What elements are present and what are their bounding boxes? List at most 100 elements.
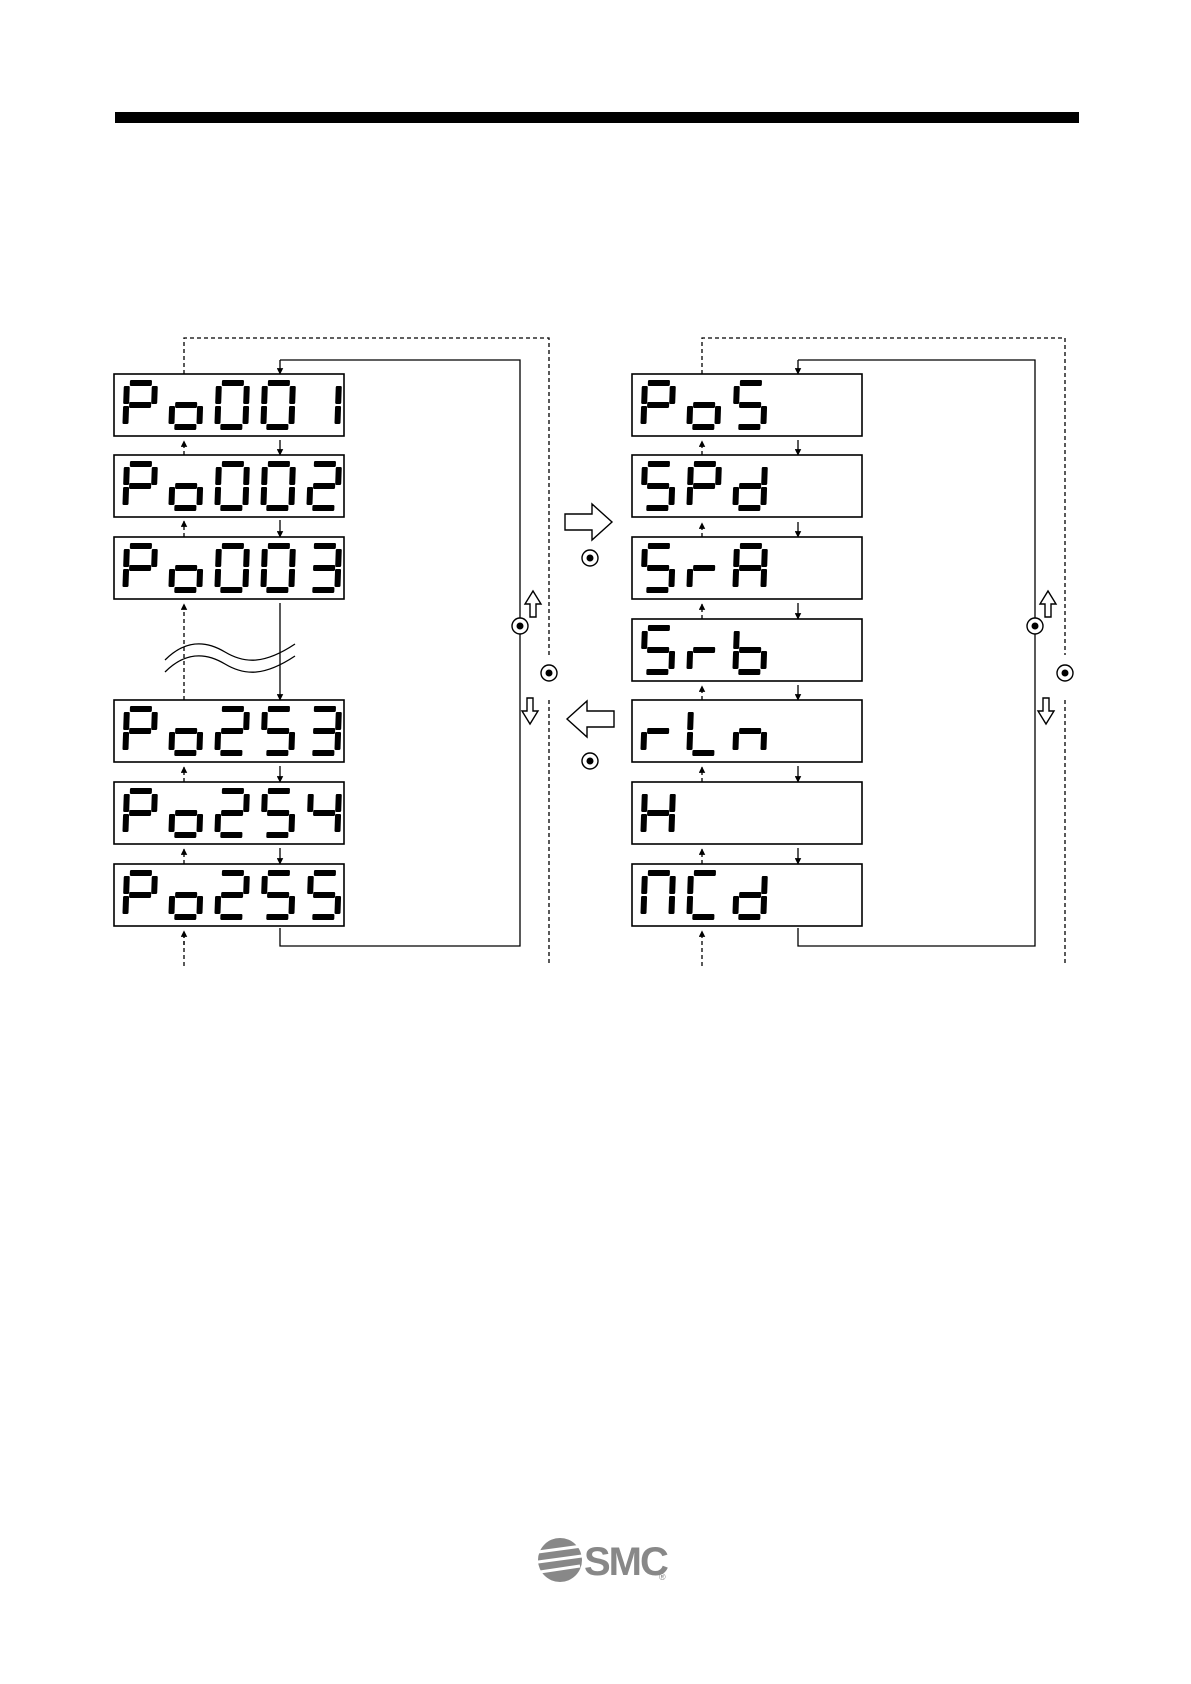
- segment-a: [268, 706, 290, 712]
- segment-d: [738, 914, 760, 920]
- segment-f: [307, 876, 314, 894]
- header-rule: [115, 112, 1079, 123]
- segment-f: [123, 712, 130, 730]
- segment-d: [312, 587, 334, 593]
- segment-d: [692, 750, 714, 756]
- segment-c: [242, 406, 249, 424]
- segment-b: [761, 876, 768, 894]
- segment-g: [175, 892, 197, 898]
- segment-e: [214, 406, 221, 424]
- up-arrow-icon: [1040, 591, 1056, 617]
- segment-a: [314, 461, 336, 467]
- segment-e: [214, 732, 221, 750]
- segment-g: [739, 892, 761, 898]
- right-display-3: SrA: [632, 537, 862, 599]
- segment-g: [647, 810, 669, 816]
- right-arrow-icon: [565, 504, 612, 540]
- segment-e: [168, 569, 175, 587]
- set-button-icon[interactable]: [1027, 618, 1043, 634]
- segment-c: [668, 814, 675, 832]
- segment-c: [334, 814, 341, 832]
- segment-b: [243, 876, 250, 894]
- segment-g: [313, 483, 335, 489]
- segment-g: [693, 402, 715, 408]
- segment-d: [266, 750, 288, 756]
- segment-d: [220, 424, 242, 430]
- set-button-icon[interactable]: [1057, 665, 1073, 681]
- segment-b: [335, 794, 342, 812]
- segment-c: [196, 896, 203, 914]
- segment-e: [168, 487, 175, 505]
- segment-d: [174, 505, 196, 511]
- set-button-icon[interactable]: [582, 550, 598, 566]
- segment-g: [221, 728, 243, 734]
- segment-a: [314, 706, 336, 712]
- segment-d: [266, 424, 288, 430]
- segment-f: [261, 794, 268, 812]
- segment-g: [739, 647, 761, 653]
- segment-f: [261, 467, 268, 485]
- segment-a: [222, 543, 244, 549]
- segment-a: [222, 870, 244, 876]
- segment-c: [196, 406, 203, 424]
- segment-a: [740, 380, 762, 386]
- segment-g: [129, 565, 151, 571]
- smc-logo-emblem: [538, 1538, 582, 1582]
- segment-c: [288, 406, 295, 424]
- segment-c: [760, 569, 767, 587]
- set-button-icon[interactable]: [582, 753, 598, 769]
- segment-e: [306, 487, 313, 505]
- down-arrow-icon: [1038, 698, 1054, 724]
- left-display-5: Po254: [114, 782, 344, 844]
- segment-g: [175, 728, 197, 734]
- segment-e: [732, 732, 739, 750]
- segment-a: [740, 543, 762, 549]
- segment-f: [215, 467, 222, 485]
- segment-e: [122, 487, 129, 505]
- segment-a: [268, 788, 290, 794]
- segment-d: [312, 914, 334, 920]
- segment-c: [668, 896, 675, 914]
- segment-f: [641, 386, 648, 404]
- right-display-6: H: [632, 782, 862, 844]
- segment-a: [130, 543, 152, 549]
- left-arrow-icon: [567, 701, 614, 737]
- segment-b: [669, 794, 676, 812]
- segment-d: [266, 505, 288, 511]
- segment-f: [123, 876, 130, 894]
- segment-e: [732, 651, 739, 669]
- segment-c: [668, 651, 675, 669]
- segment-c: [288, 896, 295, 914]
- segment-f: [123, 467, 130, 485]
- segment-b: [243, 794, 250, 812]
- segment-f: [123, 794, 130, 812]
- segment-g: [129, 728, 151, 734]
- segment-c: [714, 406, 721, 424]
- set-button-icon[interactable]: [512, 618, 528, 634]
- segment-g: [221, 810, 243, 816]
- segment-b: [335, 386, 342, 404]
- segment-f: [123, 549, 130, 567]
- segment-d: [266, 587, 288, 593]
- segment-f: [261, 386, 268, 404]
- segment-c: [760, 406, 767, 424]
- segment-g: [693, 483, 715, 489]
- segment-d: [738, 505, 760, 511]
- segment-c: [760, 651, 767, 669]
- segment-d: [220, 832, 242, 838]
- segment-f: [687, 876, 694, 894]
- segment-f: [215, 386, 222, 404]
- segment-g: [647, 565, 669, 571]
- segment-g: [739, 402, 761, 408]
- segment-d: [174, 832, 196, 838]
- set-button-icon[interactable]: [541, 665, 557, 681]
- segment-e: [686, 406, 693, 424]
- left-display-2: Po002: [114, 455, 344, 517]
- segment-a: [648, 870, 670, 876]
- segment-g: [313, 810, 335, 816]
- segment-b: [151, 467, 158, 485]
- segment-g: [129, 402, 151, 408]
- display-text: PoS: [636, 431, 638, 433]
- segment-a: [130, 380, 152, 386]
- segment-d: [692, 914, 714, 920]
